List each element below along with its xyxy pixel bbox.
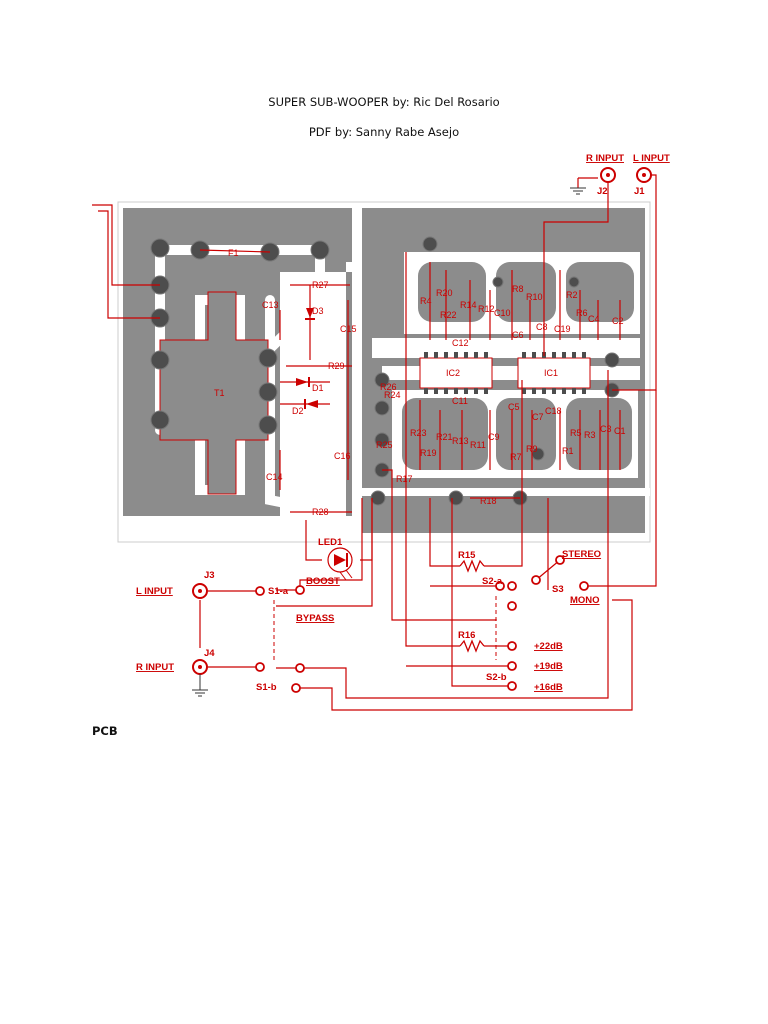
gang-lines bbox=[273, 596, 497, 660]
label-r4: R4 bbox=[420, 296, 432, 306]
external-wiring bbox=[92, 174, 657, 711]
label-r12: R12 bbox=[478, 304, 495, 314]
jack-centers bbox=[198, 173, 646, 669]
label-r21: R21 bbox=[436, 432, 453, 442]
board-part-labels: F1 T1 R27 D3 C13 C15 R29 D1 D2 C16 C14 R… bbox=[214, 248, 626, 517]
label-r5: R5 bbox=[570, 428, 582, 438]
label-r16: R16 bbox=[458, 630, 475, 641]
label-j2: J2 bbox=[597, 186, 608, 197]
label-l-input-bottom: L INPUT bbox=[136, 586, 173, 597]
label-r-input-top: R INPUT bbox=[586, 153, 624, 164]
label-c13: C13 bbox=[262, 300, 279, 310]
label-r2: R2 bbox=[566, 290, 578, 300]
label-j1: J1 bbox=[634, 186, 645, 197]
label-d2: D2 bbox=[292, 406, 304, 416]
label-c7: C7 bbox=[532, 412, 544, 422]
label-r9: R9 bbox=[526, 444, 538, 454]
ground-symbols bbox=[192, 187, 586, 697]
board-outline bbox=[117, 201, 651, 543]
label-j4: J4 bbox=[204, 648, 215, 659]
label-d3: D3 bbox=[312, 306, 324, 316]
pcb-caption: PCB bbox=[92, 724, 118, 738]
label-stereo: STEREO bbox=[562, 549, 601, 560]
label-r20: R20 bbox=[436, 288, 453, 298]
label-r24: R24 bbox=[384, 390, 401, 400]
label-22db: +22dB bbox=[534, 641, 563, 652]
label-s3: S3 bbox=[552, 584, 564, 595]
label-r10: R10 bbox=[526, 292, 543, 302]
label-boost: BOOST bbox=[306, 576, 340, 587]
label-c11: C11 bbox=[452, 396, 468, 406]
component-outlines bbox=[199, 249, 621, 532]
label-c9: C9 bbox=[488, 432, 500, 442]
led1-symbol bbox=[327, 547, 353, 581]
label-r17: R17 bbox=[396, 474, 413, 484]
label-s2b: S2-b bbox=[486, 672, 507, 683]
label-r14: R14 bbox=[460, 300, 477, 310]
label-l-input-top: L INPUT bbox=[633, 153, 670, 164]
label-d1: D1 bbox=[312, 383, 324, 393]
label-r19: R19 bbox=[420, 448, 437, 458]
label-c14: C14 bbox=[266, 472, 283, 482]
label-r7: R7 bbox=[510, 452, 522, 462]
label-r23: R23 bbox=[410, 428, 427, 438]
diode-symbols bbox=[296, 308, 318, 409]
label-led1: LED1 bbox=[318, 537, 343, 548]
label-mono: MONO bbox=[570, 595, 600, 606]
label-c1: C1 bbox=[614, 426, 626, 436]
label-r1: R1 bbox=[562, 446, 574, 456]
label-16db: +16dB bbox=[534, 682, 563, 693]
label-r11: R11 bbox=[470, 440, 486, 450]
label-s1b: S1-b bbox=[256, 682, 277, 693]
label-r18: R18 bbox=[480, 496, 497, 506]
label-c8: C8 bbox=[536, 322, 548, 332]
switch-contacts bbox=[255, 555, 589, 693]
label-t1: T1 bbox=[214, 388, 225, 398]
label-c2: C2 bbox=[612, 316, 624, 326]
label-s2a: S2-a bbox=[482, 576, 503, 587]
label-r26: R26 bbox=[380, 382, 397, 392]
label-r15: R15 bbox=[458, 550, 476, 561]
document-subtitle: PDF by: Sanny Rabe Asejo bbox=[308, 125, 460, 139]
label-r28: R28 bbox=[312, 507, 329, 517]
label-r22: R22 bbox=[440, 310, 457, 320]
label-19db: +19dB bbox=[534, 661, 563, 672]
label-r3: R3 bbox=[584, 430, 596, 440]
copper-islands bbox=[402, 262, 634, 470]
label-c16: C16 bbox=[334, 451, 351, 461]
label-r25: R25 bbox=[376, 440, 393, 450]
label-c4: C4 bbox=[588, 314, 600, 324]
document-title: SUPER SUB-WOOPER by: Ric Del Rosario bbox=[268, 95, 500, 109]
label-c6: C6 bbox=[512, 330, 524, 340]
schematic-labels: R INPUT L INPUT J2 J1 J3 J4 L INPUT R IN… bbox=[136, 153, 670, 693]
label-ic2: IC2 bbox=[446, 368, 460, 378]
transformer-t1 bbox=[159, 291, 269, 495]
label-ic1: IC1 bbox=[544, 368, 558, 378]
label-c5: C5 bbox=[508, 402, 520, 412]
label-c10: C10 bbox=[494, 308, 511, 318]
label-r29: R29 bbox=[328, 361, 345, 371]
label-r8: R8 bbox=[512, 284, 524, 294]
label-c3: C3 bbox=[600, 424, 612, 434]
label-bypass: BYPASS bbox=[296, 613, 334, 624]
label-c12: C12 bbox=[452, 338, 469, 348]
label-j3: J3 bbox=[204, 570, 215, 581]
label-c19: C19 bbox=[554, 324, 571, 334]
label-f1: F1 bbox=[228, 248, 239, 258]
resistors-external bbox=[459, 559, 485, 653]
label-c18: C18 bbox=[545, 406, 562, 416]
label-c15: C15 bbox=[340, 324, 357, 334]
label-s1a: S1-a bbox=[268, 586, 289, 597]
label-r13: R13 bbox=[452, 436, 469, 446]
ic-bodies bbox=[419, 352, 591, 394]
label-r27: R27 bbox=[312, 280, 329, 290]
label-r-input-bottom: R INPUT bbox=[136, 662, 174, 673]
label-r6: R6 bbox=[576, 308, 588, 318]
